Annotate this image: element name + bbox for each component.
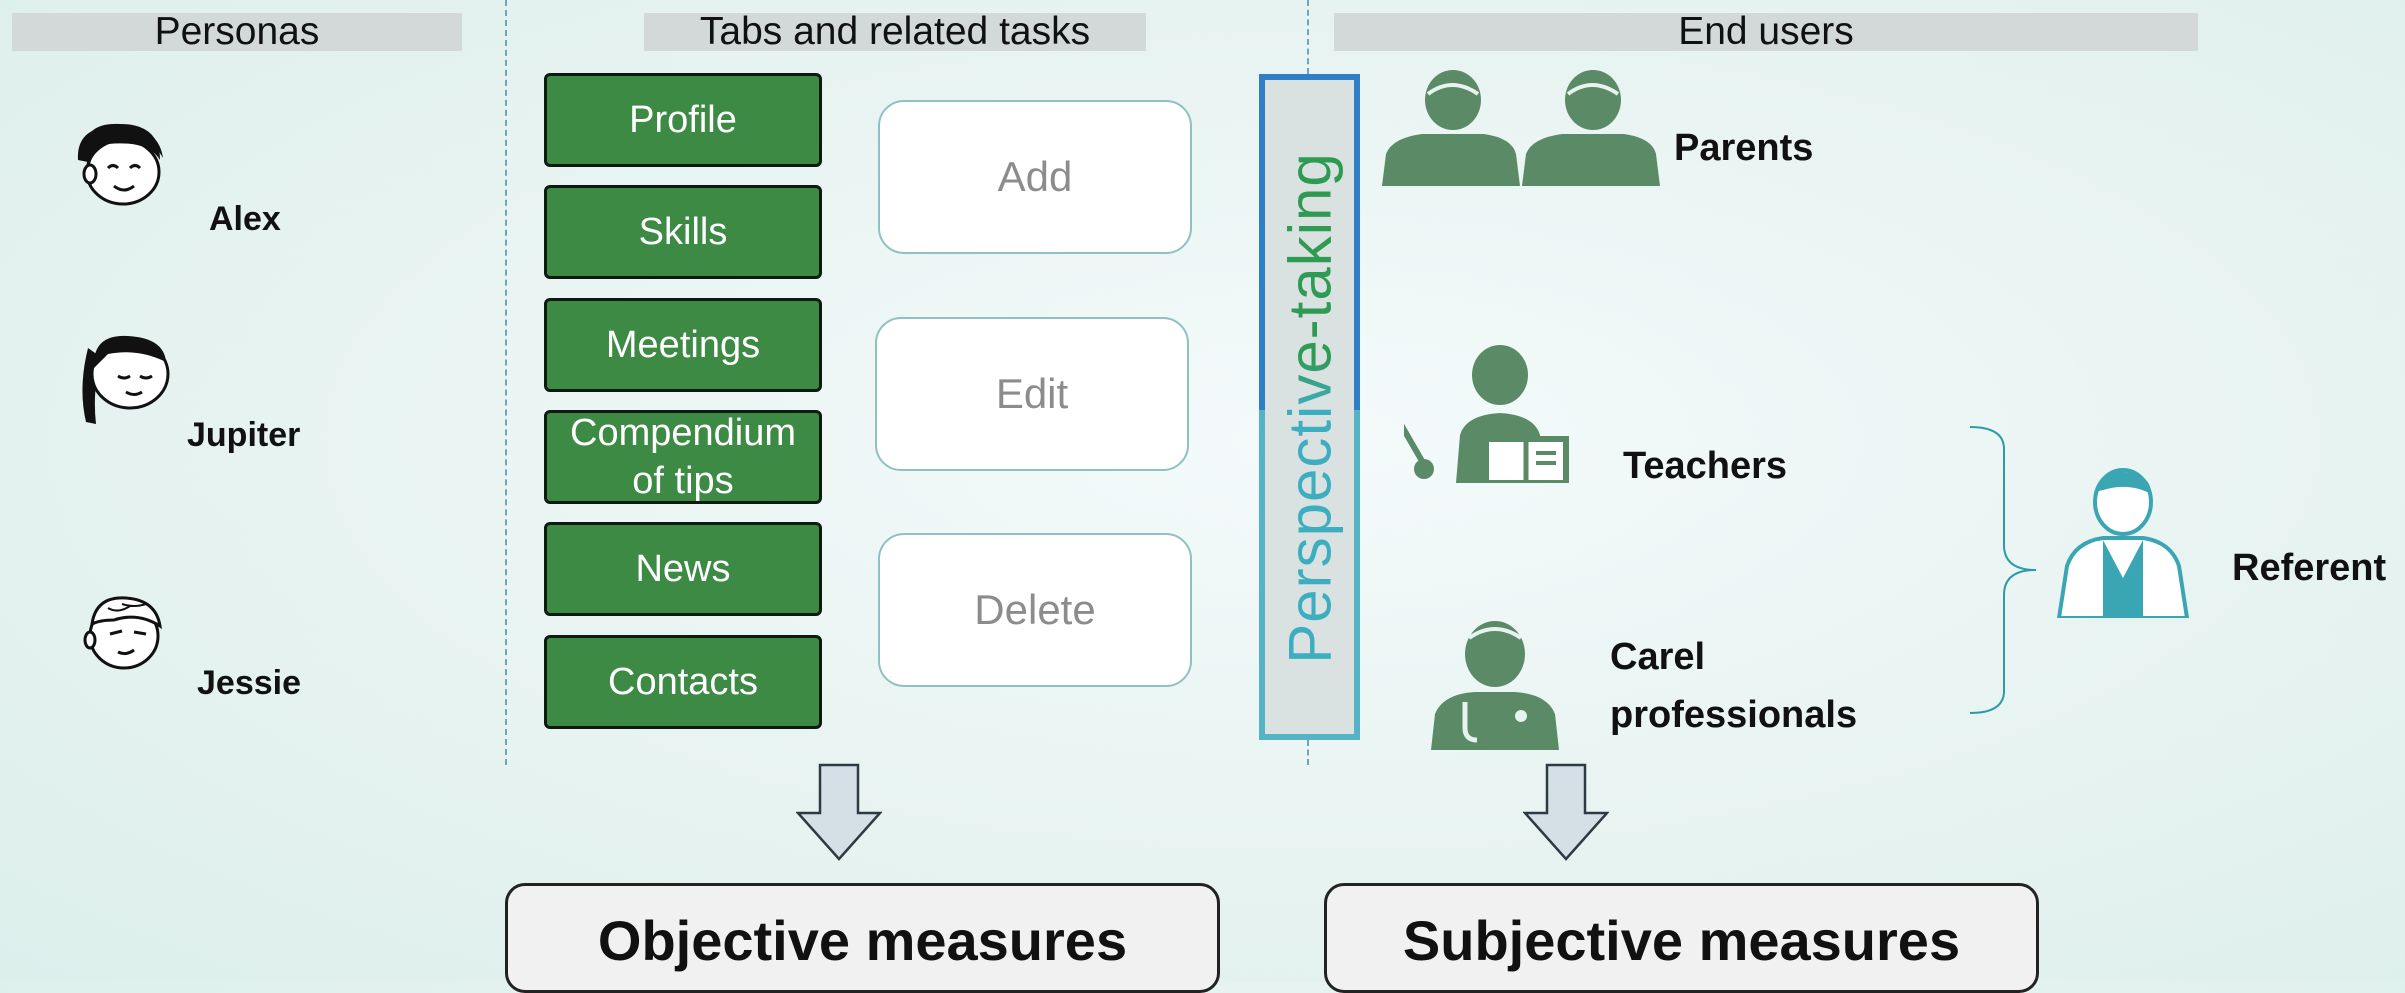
child-face-icon	[83, 596, 162, 670]
down-arrow-left-icon	[796, 763, 882, 861]
boy-face-icon	[77, 123, 163, 206]
divider-left	[505, 0, 507, 765]
subjective-measures-box: Subjective measures	[1324, 883, 2039, 993]
end-user-referent: Referent	[2232, 547, 2387, 589]
end-user-parents: Parents	[1674, 127, 1814, 169]
referent-icon	[2056, 468, 2190, 618]
tab-profile[interactable]: Profile	[544, 73, 822, 167]
tab-news[interactable]: News	[544, 522, 822, 616]
parents-icon	[1382, 70, 1660, 186]
perspective-taking-label: Perspective-taking	[1276, 152, 1344, 664]
divider-right-bottom	[1307, 740, 1309, 765]
tab-meetings[interactable]: Meetings	[544, 298, 822, 392]
persona-alex: Alex	[209, 200, 281, 238]
add-action[interactable]: Add	[878, 100, 1192, 254]
girl-face-icon	[82, 335, 170, 424]
tab-compendium-of-tips[interactable]: Compendium of tips	[544, 410, 822, 504]
tab-skills[interactable]: Skills	[544, 185, 822, 279]
end-users-header: End users	[1334, 12, 2198, 51]
perspective-bar-top-edge	[1259, 74, 1360, 410]
persona-jupiter: Jupiter	[187, 416, 301, 454]
divider-right	[1307, 0, 1309, 74]
end-user-care-professionals: Carel professionals	[1610, 636, 1858, 736]
teacher-icon	[1404, 345, 1569, 483]
end-user-teachers: Teachers	[1623, 445, 1788, 487]
care-professional-icon	[1431, 621, 1559, 750]
objective-measures-box: Objective measures	[505, 883, 1220, 993]
persona-jessie: Jessie	[197, 664, 301, 702]
edit-action[interactable]: Edit	[875, 317, 1189, 471]
personas-header: Personas	[12, 12, 462, 51]
grouping-brace	[1969, 426, 2037, 714]
delete-action[interactable]: Delete	[878, 533, 1192, 687]
down-arrow-right-icon	[1523, 763, 1609, 861]
tabs-header: Tabs and related tasks	[644, 12, 1146, 51]
perspective-taking-bar	[1259, 74, 1360, 740]
tab-contacts[interactable]: Contacts	[544, 635, 822, 729]
